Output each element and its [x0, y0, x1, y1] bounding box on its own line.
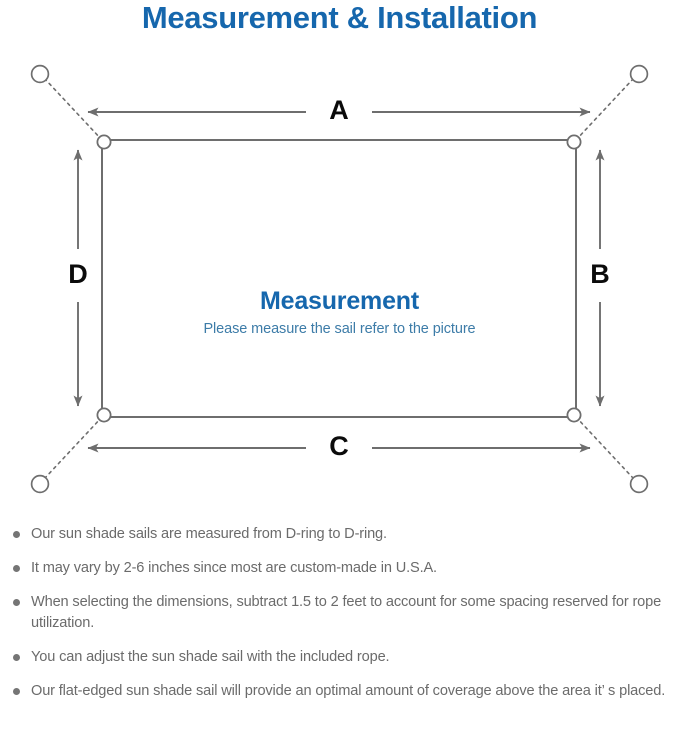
bullet-icon: [13, 653, 20, 661]
bullet-icon: [13, 599, 20, 606]
list-item: It may vary by 2-6 inches since most are…: [0, 558, 679, 579]
note-text: It may vary by 2-6 inches since most are…: [31, 560, 437, 576]
page-title: Measurement & Installation: [141, 0, 538, 35]
bullet-icon: [13, 565, 20, 572]
note-text: You can adjust the sun shade sail with t…: [31, 648, 390, 665]
anchor-bottom-right: [629, 474, 649, 494]
rope-top-left: [44, 78, 103, 141]
list-item: When selecting the dimensions, subtract …: [0, 592, 679, 633]
note-text: When selecting the dimensions, subtract …: [31, 594, 662, 631]
dimension-label-b: B: [590, 259, 610, 289]
bullet-icon: [13, 687, 20, 695]
d-ring-bottom-left: [96, 407, 112, 423]
rope-bottom-right: [575, 416, 634, 479]
d-rings: [96, 134, 582, 423]
anchor-top-right: [629, 64, 649, 84]
anchor-rings: [30, 64, 649, 494]
dimension-label-c: C: [329, 431, 349, 461]
d-ring-top-left: [96, 134, 112, 150]
notes-list: Our sun shade sails are measured from D-…: [0, 524, 679, 715]
measurement-diagram: A B C D Measurement Please measure the s…: [0, 46, 679, 516]
note-text: Our flat-edged sun shade sail will provi…: [31, 682, 666, 699]
rope-lines: [44, 78, 634, 479]
bullet-icon: [13, 531, 20, 538]
rope-top-right: [575, 78, 634, 141]
anchor-bottom-left: [30, 474, 50, 494]
shade-sail-body: [101, 139, 577, 418]
d-ring-bottom-right: [566, 407, 582, 423]
dimension-label-a: A: [329, 95, 349, 125]
d-ring-top-right: [566, 134, 582, 150]
rope-bottom-left: [44, 416, 103, 479]
note-text: Our sun shade sails are measured from D-…: [31, 526, 387, 542]
anchor-top-left: [30, 64, 50, 84]
dimension-label-d: D: [68, 259, 88, 289]
list-item: Our flat-edged sun shade sail will provi…: [0, 681, 679, 702]
list-item: You can adjust the sun shade sail with t…: [0, 647, 679, 668]
list-item: Our sun shade sails are measured from D-…: [0, 524, 679, 545]
